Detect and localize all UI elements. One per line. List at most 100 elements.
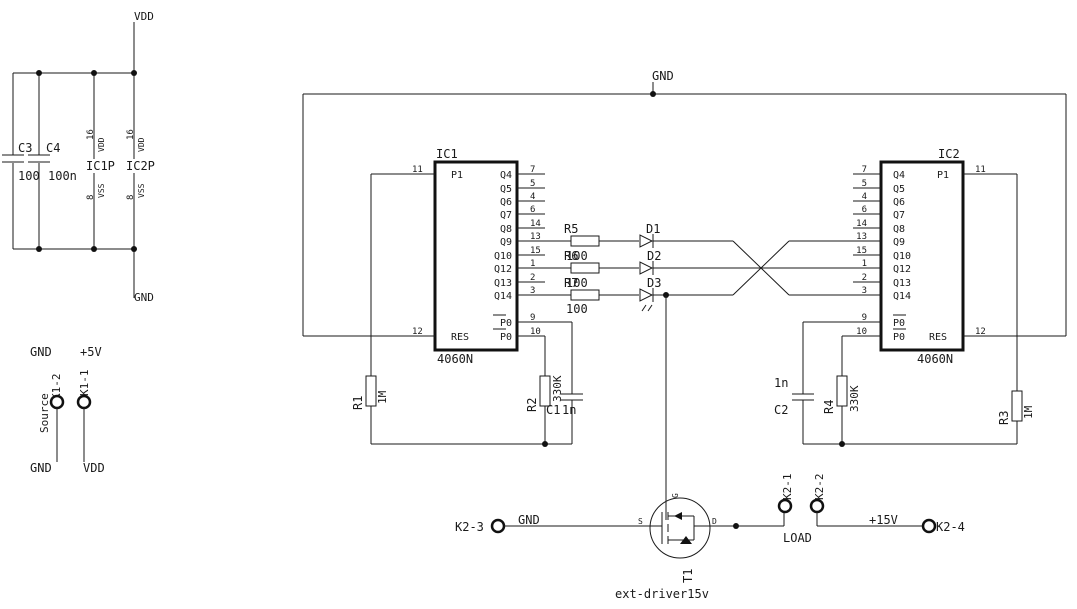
ic2-pin-label: P0 xyxy=(893,332,905,343)
d2-led xyxy=(639,261,654,275)
ic1-pin-num: 13 xyxy=(530,232,541,242)
ic2-pin-num: 13 xyxy=(856,232,867,242)
ic2-chip: IC2 4060N 11 P1 12 RES Q47Q55Q64Q76Q814Q… xyxy=(853,147,1017,366)
ic2-pin-num: 9 xyxy=(862,313,867,323)
d3-label: D3 xyxy=(647,276,661,290)
ic2-p1-label: P1 xyxy=(937,170,949,181)
r6-label: R6 xyxy=(564,249,578,263)
t1-drain-pin: D xyxy=(712,517,717,526)
c2-value: 1n xyxy=(774,376,788,390)
ic1-pin-num: 15 xyxy=(530,246,541,256)
vdd-net-label: VDD xyxy=(134,10,154,23)
output-gnd-label: GND xyxy=(518,513,540,527)
r3-label: R3 xyxy=(997,411,1011,425)
r5-label: R5 xyxy=(564,222,578,236)
ic1p-vss-pin: 8 xyxy=(86,195,96,200)
d1-label: D1 xyxy=(646,222,660,236)
c3-label: C3 xyxy=(18,141,32,155)
ic1-pin-num: 1 xyxy=(530,259,535,269)
ic1p-label: IC1P xyxy=(86,159,115,173)
ic2-left-pins: Q47Q55Q64Q76Q814Q913Q1015Q121Q132Q143P09… xyxy=(853,165,911,343)
k1-2-pad xyxy=(49,394,65,410)
ic1-pin-label: Q12 xyxy=(494,264,512,275)
ic1p-vdd-pin: 16 xyxy=(86,129,96,140)
source-gnd-bottom: GND xyxy=(30,461,52,475)
ic1-pin-label: P0 xyxy=(500,318,512,329)
gnd-net-label: GND xyxy=(134,291,154,304)
r7-resistor xyxy=(570,289,600,301)
k2-2-pad xyxy=(809,498,825,514)
source-vdd-bottom: VDD xyxy=(83,461,105,475)
k2-4-label: K2-4 xyxy=(936,520,965,534)
ic1p-vdd-label: VDD xyxy=(97,137,106,152)
ic1-pin-num: 2 xyxy=(530,273,535,283)
ic2-pin-label: Q14 xyxy=(893,291,911,302)
ic2-pin-num: 1 xyxy=(862,259,867,269)
ic1-part: 4060N xyxy=(437,352,473,366)
r4-resistor xyxy=(836,375,848,407)
ic2-pin-num: 10 xyxy=(856,327,867,337)
load-label: LOAD xyxy=(783,531,812,545)
ic1-pin11-num: 11 xyxy=(412,165,423,175)
ic1-name: IC1 xyxy=(436,147,458,161)
r6-resistor xyxy=(570,262,600,274)
ic1-pin-label: Q5 xyxy=(500,184,512,195)
ic2p-vdd-label: VDD xyxy=(137,137,146,152)
ic2-pin-num: 3 xyxy=(862,286,867,296)
ic1-pin-num: 5 xyxy=(530,179,535,189)
ic1-pin-label: Q10 xyxy=(494,251,512,262)
r4-value: 330K xyxy=(848,385,861,412)
k2-1-label: K2-1 xyxy=(781,474,794,501)
d1-led xyxy=(639,234,654,248)
source-5v-label: +5V xyxy=(80,345,102,359)
ic2-pin-num: 7 xyxy=(862,165,867,175)
r2-resistor xyxy=(539,375,551,407)
t1-label: T1 xyxy=(681,569,695,583)
ic1-pin12-num: 12 xyxy=(412,327,423,337)
r3-resistor xyxy=(1011,390,1023,422)
source-name: Source xyxy=(38,393,51,433)
ic1-pin-label: Q9 xyxy=(500,237,512,248)
ic1p-vss-label: VSS xyxy=(97,183,106,198)
ic2-pin-label: Q4 xyxy=(893,170,905,181)
r3-value: 1M xyxy=(1022,405,1035,419)
ic2-pin-label: Q13 xyxy=(893,278,911,289)
ic2-part: 4060N xyxy=(917,352,953,366)
k2-2-label: K2-2 xyxy=(813,474,826,501)
d3-led xyxy=(639,288,654,312)
ic2-pin-num: 14 xyxy=(856,219,867,229)
c4-label: C4 xyxy=(46,141,60,155)
gnd-loop-label: GND xyxy=(652,69,674,83)
ic2-pin-label: Q5 xyxy=(893,184,905,195)
ic1-pin-label: Q14 xyxy=(494,291,512,302)
k1-1-label: K1-1 xyxy=(78,370,91,397)
t1-value: ext-driver15v xyxy=(615,587,709,601)
ic1-pin-num: 3 xyxy=(530,286,535,296)
ic2p-vdd-pin: 16 xyxy=(126,129,136,140)
ic2-pin-label: Q7 xyxy=(893,210,905,221)
c1-label: C1 xyxy=(546,403,560,417)
ic2p-vss-pin: 8 xyxy=(126,195,136,200)
k2-4-pad xyxy=(921,518,937,534)
ic2-name: IC2 xyxy=(938,147,960,161)
r1-label: R1 xyxy=(351,396,365,410)
ic1-pin-label: Q8 xyxy=(500,224,512,235)
ic2-pin-num: 6 xyxy=(862,205,867,215)
c1-value: 1n xyxy=(562,403,576,417)
ic1-pin-label: Q13 xyxy=(494,278,512,289)
r1-value: 1M xyxy=(376,390,389,404)
led-nets: R5 100 R6 100 R7 100 D1 D2 D3 xyxy=(517,222,881,520)
ic2p-vss-label: VSS xyxy=(137,183,146,198)
ic1-p1-label: P1 xyxy=(451,170,463,181)
t1-mosfet xyxy=(649,497,736,559)
k2-1-pad xyxy=(777,498,793,514)
ic2-pin-label: Q8 xyxy=(893,224,905,235)
ic2-res-label: RES xyxy=(929,332,947,343)
source-connector: GND +5V Source K1-2 K1-1 GND VDD xyxy=(30,345,105,475)
ic2-pin-num: 2 xyxy=(862,273,867,283)
c3-value: 100 xyxy=(18,169,40,183)
ic1-pin-num: 4 xyxy=(530,192,535,202)
ic2-pin-label: Q6 xyxy=(893,197,905,208)
